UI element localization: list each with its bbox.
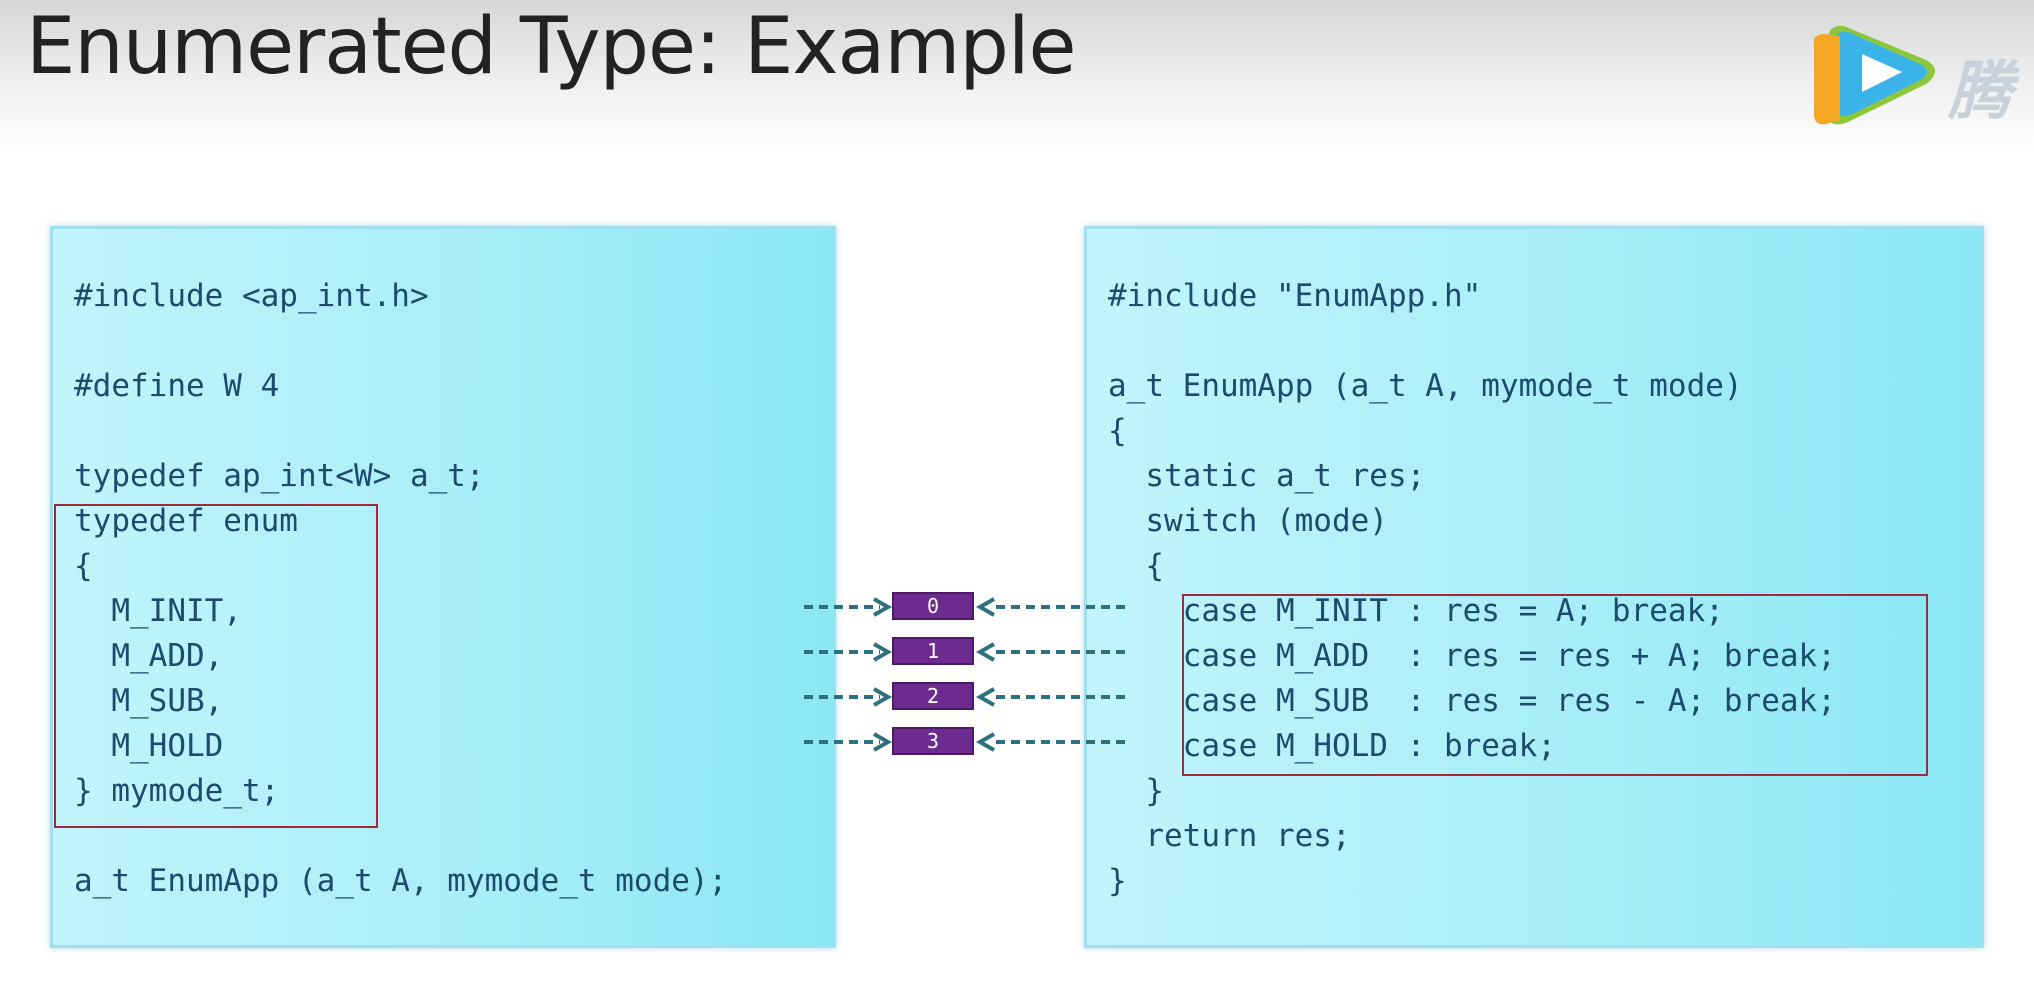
enum-mapping-row: 3 xyxy=(800,725,1130,759)
code-line: M_ADD, xyxy=(74,638,224,674)
enum-mapping-row: 0 xyxy=(800,590,1130,624)
code-line: M_INIT, xyxy=(74,593,242,629)
code-line: typedef ap_int<W> a_t; xyxy=(74,458,485,494)
code-line: switch (mode) xyxy=(1108,503,1388,539)
code-line: #include <ap_int.h> xyxy=(74,278,429,314)
enum-value-chip: 2 xyxy=(892,682,974,710)
code-line: { xyxy=(1108,413,1127,449)
play-logo-icon xyxy=(1813,25,1935,125)
enum-definition-highlight xyxy=(54,504,378,828)
mapping-arrows-icon xyxy=(804,732,1126,752)
code-line: } xyxy=(1108,773,1164,809)
code-line: } mymode_t; xyxy=(74,773,280,809)
code-line: M_HOLD xyxy=(74,728,224,764)
code-line: a_t EnumApp (a_t A, mymode_t mode) xyxy=(1108,368,1743,404)
source-code-panel xyxy=(1084,226,1984,948)
mapping-arrows-icon xyxy=(804,642,1126,662)
code-line: typedef enum xyxy=(74,503,298,539)
code-line: M_SUB, xyxy=(74,683,224,719)
enum-value-chip: 3 xyxy=(892,727,974,755)
code-line: case M_INIT : res = A; break; xyxy=(1108,593,1724,629)
code-line: return res; xyxy=(1108,818,1351,854)
code-line: a_t EnumApp (a_t A, mymode_t mode); xyxy=(74,863,728,899)
enum-mapping-row: 1 xyxy=(800,635,1130,669)
enum-value-chip: 0 xyxy=(892,592,974,620)
case-statements-highlight xyxy=(1182,594,1928,776)
logo-text: 腾 xyxy=(1948,55,2012,129)
mapping-arrows-icon xyxy=(804,597,1126,617)
video-logo: 腾 xyxy=(1806,10,2034,150)
code-line: } xyxy=(1108,863,1127,899)
slide-title: Enumerated Type: Example xyxy=(26,2,1076,92)
mapping-arrows-icon xyxy=(804,687,1126,707)
code-line: #include "EnumApp.h" xyxy=(1108,278,1482,314)
enum-mapping-row: 2 xyxy=(800,680,1130,714)
code-line: { xyxy=(74,548,93,584)
code-line: #define W 4 xyxy=(74,368,280,404)
code-line: case M_HOLD : break; xyxy=(1108,728,1556,764)
code-line: { xyxy=(1108,548,1164,584)
code-line: case M_ADD : res = res + A; break; xyxy=(1108,638,1836,674)
code-line: case M_SUB : res = res - A; break; xyxy=(1108,683,1836,719)
enum-value-chip: 1 xyxy=(892,637,974,665)
code-line: static a_t res; xyxy=(1108,458,1426,494)
